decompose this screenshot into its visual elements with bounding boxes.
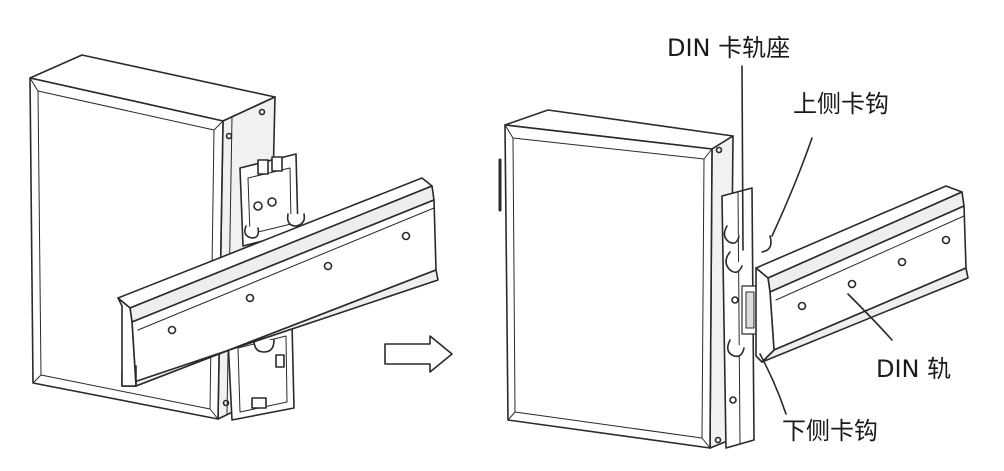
right-din-rail — [755, 185, 969, 363]
leader-upper-hook — [771, 137, 813, 237]
label-din-rail-base: DIN 卡轨座 — [667, 34, 791, 62]
left-rail-base-bracket — [227, 153, 306, 421]
label-din-rail: DIN 轨 — [876, 355, 952, 383]
leader-lower-hook — [759, 353, 787, 415]
right-arrow-icon — [384, 335, 453, 373]
left-din-rail — [117, 177, 439, 387]
right-device-enclosure — [498, 109, 734, 449]
label-lower-hook: 下侧卡钩 — [782, 417, 878, 445]
right-rail-base-bracket — [721, 187, 772, 449]
leader-rail-base — [741, 65, 744, 251]
label-upper-hook: 上侧卡钩 — [793, 90, 889, 118]
leader-din-rail — [847, 293, 893, 341]
callout-leaders — [741, 65, 893, 415]
